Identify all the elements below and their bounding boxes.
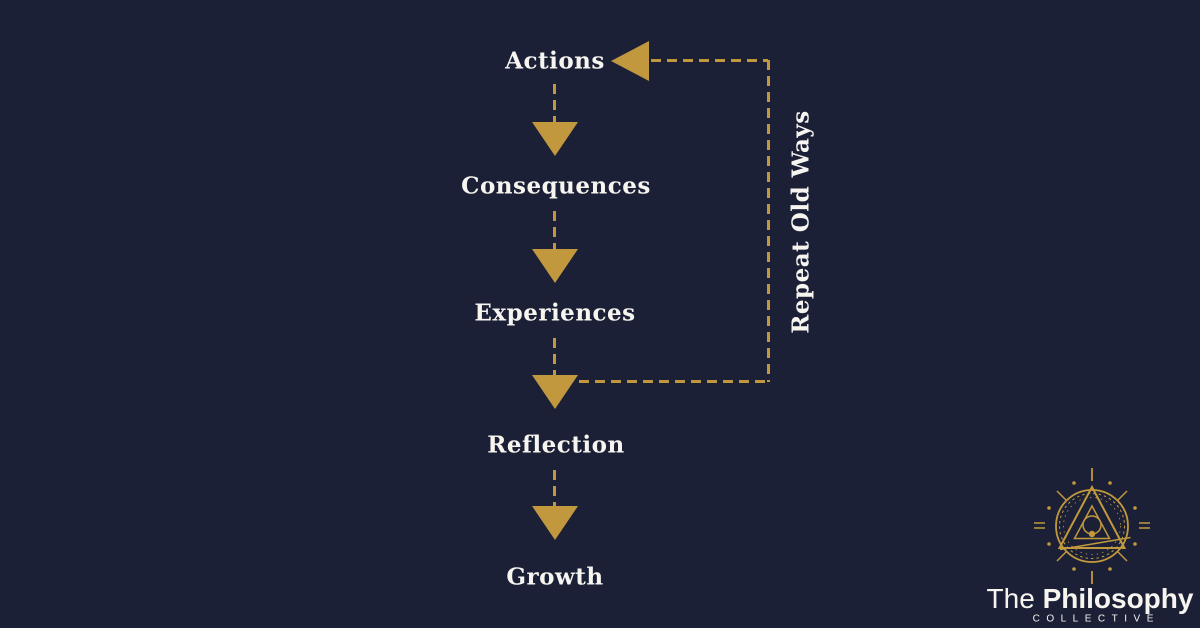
connector-reflection-growth bbox=[553, 470, 556, 507]
step-label-reflection: Reflection bbox=[487, 431, 625, 459]
step-label-growth: Growth bbox=[506, 563, 604, 591]
arrow-down-icon bbox=[532, 506, 578, 540]
brand-name-emphasis: Philosophy bbox=[1042, 583, 1194, 614]
loop-top-line bbox=[651, 59, 768, 62]
brand-subtitle: COLLECTIVE bbox=[1032, 613, 1160, 625]
loop-bottom-line bbox=[579, 380, 770, 383]
connector-actions-consequences bbox=[553, 84, 556, 123]
brand-wordmark: The Philosophy bbox=[987, 583, 1194, 615]
step-label-experiences: Experiences bbox=[474, 299, 636, 327]
eye-triangle-emblem-icon bbox=[1034, 468, 1150, 584]
arrow-down-icon bbox=[532, 249, 578, 283]
step-label-consequences: Consequences bbox=[461, 172, 651, 200]
arrow-down-icon bbox=[532, 122, 578, 156]
brand-name-prefix: The bbox=[986, 583, 1035, 614]
arrow-left-icon bbox=[611, 41, 649, 81]
step-label-actions: Actions bbox=[505, 47, 605, 75]
connector-experiences-reflection bbox=[553, 338, 556, 376]
arrow-down-icon bbox=[532, 375, 578, 409]
loop-right-line bbox=[767, 60, 770, 382]
loop-label-repeat-old-ways: Repeat Old Ways bbox=[787, 110, 815, 334]
connector-consequences-experiences bbox=[553, 211, 556, 250]
